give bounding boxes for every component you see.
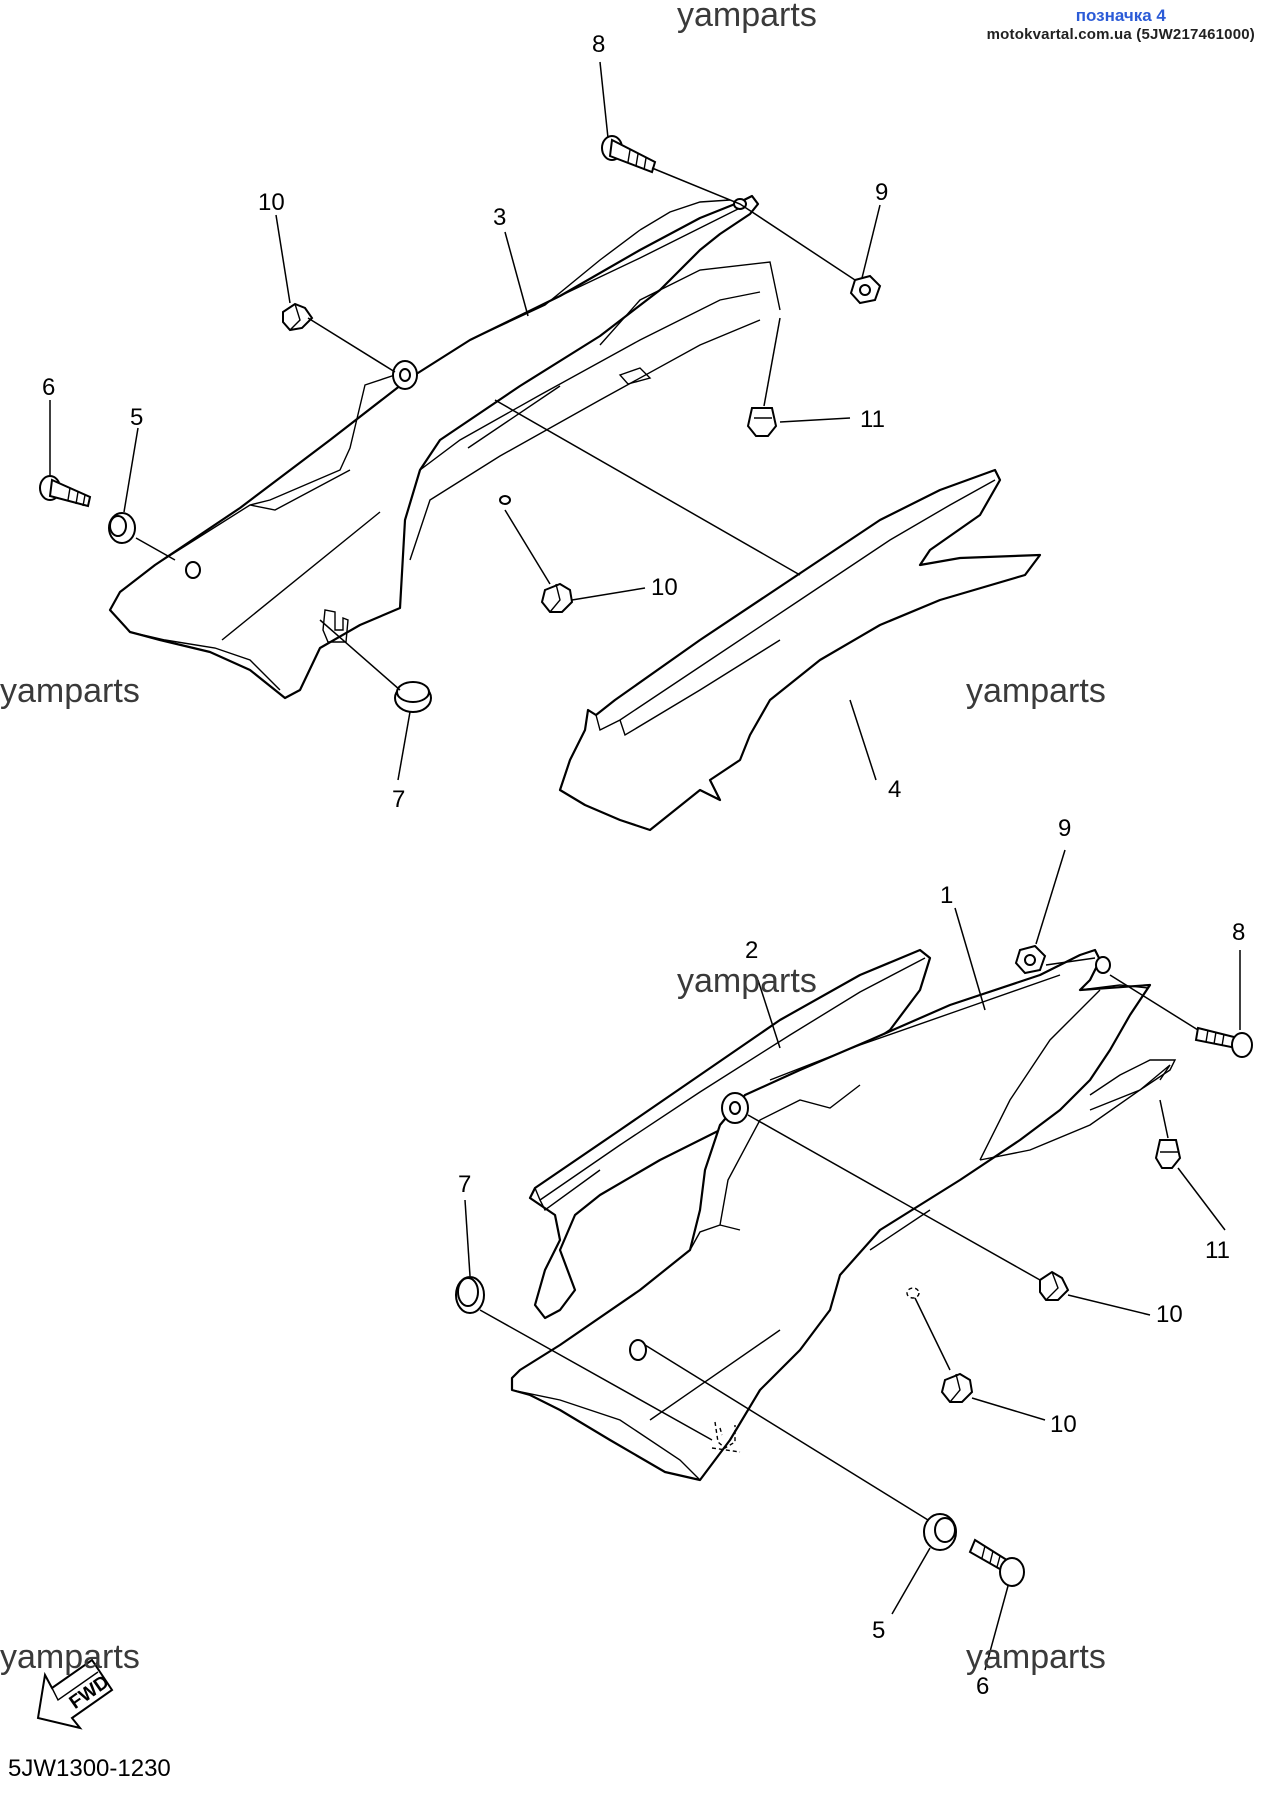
leader-lines-top [49,61,881,781]
leader-lines-bottom [464,849,1241,1671]
nut-9-bottom [1014,944,1047,975]
callout-1: 1 [940,882,953,909]
callout-5-top: 5 [130,404,143,431]
callout-10-top-center: 10 [651,574,678,601]
clip-10-top-left [282,302,314,332]
clip-10-top-center [540,582,574,613]
bolt-6-top [39,475,92,508]
callout-10-bottom-lower: 10 [1050,1411,1077,1438]
grommet-7-bottom [455,1276,485,1314]
callout-6-bottom: 6 [976,1673,989,1700]
callouts-top: 8 9 10 3 6 5 11 10 7 4 [42,31,901,813]
clip-10-bottom-upper [1039,1270,1070,1301]
clip-11-bottom [1154,1139,1182,1169]
callouts-bottom: 9 1 8 2 7 11 10 10 5 6 [458,815,1245,1700]
side-cover-part-1 [510,948,1177,1482]
callout-10-top-left: 10 [258,189,285,216]
watermark-right-middle: yamparts [966,672,1106,710]
callout-4: 4 [888,776,901,803]
fwd-arrow-icon: FWD [36,1658,114,1730]
callout-11-top: 11 [860,406,885,433]
watermarks: yamparts yamparts yamparts yamparts yamp… [0,0,1106,1676]
collar-5-bottom [923,1513,957,1551]
callout-2: 2 [745,937,758,964]
callout-10-bottom-upper: 10 [1156,1301,1183,1328]
clip-11-top [746,407,778,437]
watermark-bottom-right: yamparts [966,1638,1106,1676]
callout-8-bottom: 8 [1232,919,1245,946]
trim-part-4 [558,468,1042,832]
callout-3: 3 [493,204,506,231]
bolt-8-bottom [1194,1026,1253,1058]
nut-9-top [849,274,882,305]
callout-7-top: 7 [392,786,405,813]
callout-7-bottom: 7 [458,1171,471,1198]
mark-source: motokvartal.com.ua (5JW217461000) [986,26,1255,43]
bolt-6-bottom [968,1538,1025,1587]
source-mark: позначка 4 motokvartal.com.ua (5JW217461… [987,6,1255,44]
callout-11-bottom: 11 [1205,1237,1230,1264]
clip-10-bottom-lower [940,1372,974,1403]
diagram-code: 5JW1300-1230 [8,1755,171,1782]
watermark-top: yamparts [677,0,817,34]
watermark-bottom-left: yamparts [0,1638,140,1676]
callout-6-top: 6 [42,374,55,401]
bolt-8-top [601,135,657,174]
watermark-left-middle: yamparts [0,672,140,710]
watermark-center: yamparts [677,962,817,1000]
callout-5-bottom: 5 [872,1617,885,1644]
callout-9-top: 9 [875,179,888,206]
collar-5-top [108,512,136,544]
mark-label: позначка 4 [1075,6,1166,25]
callout-9-bottom: 9 [1058,815,1071,842]
side-cover-part-3 [108,194,781,700]
grommet-7-top [394,681,432,713]
callout-8-top: 8 [592,31,605,58]
